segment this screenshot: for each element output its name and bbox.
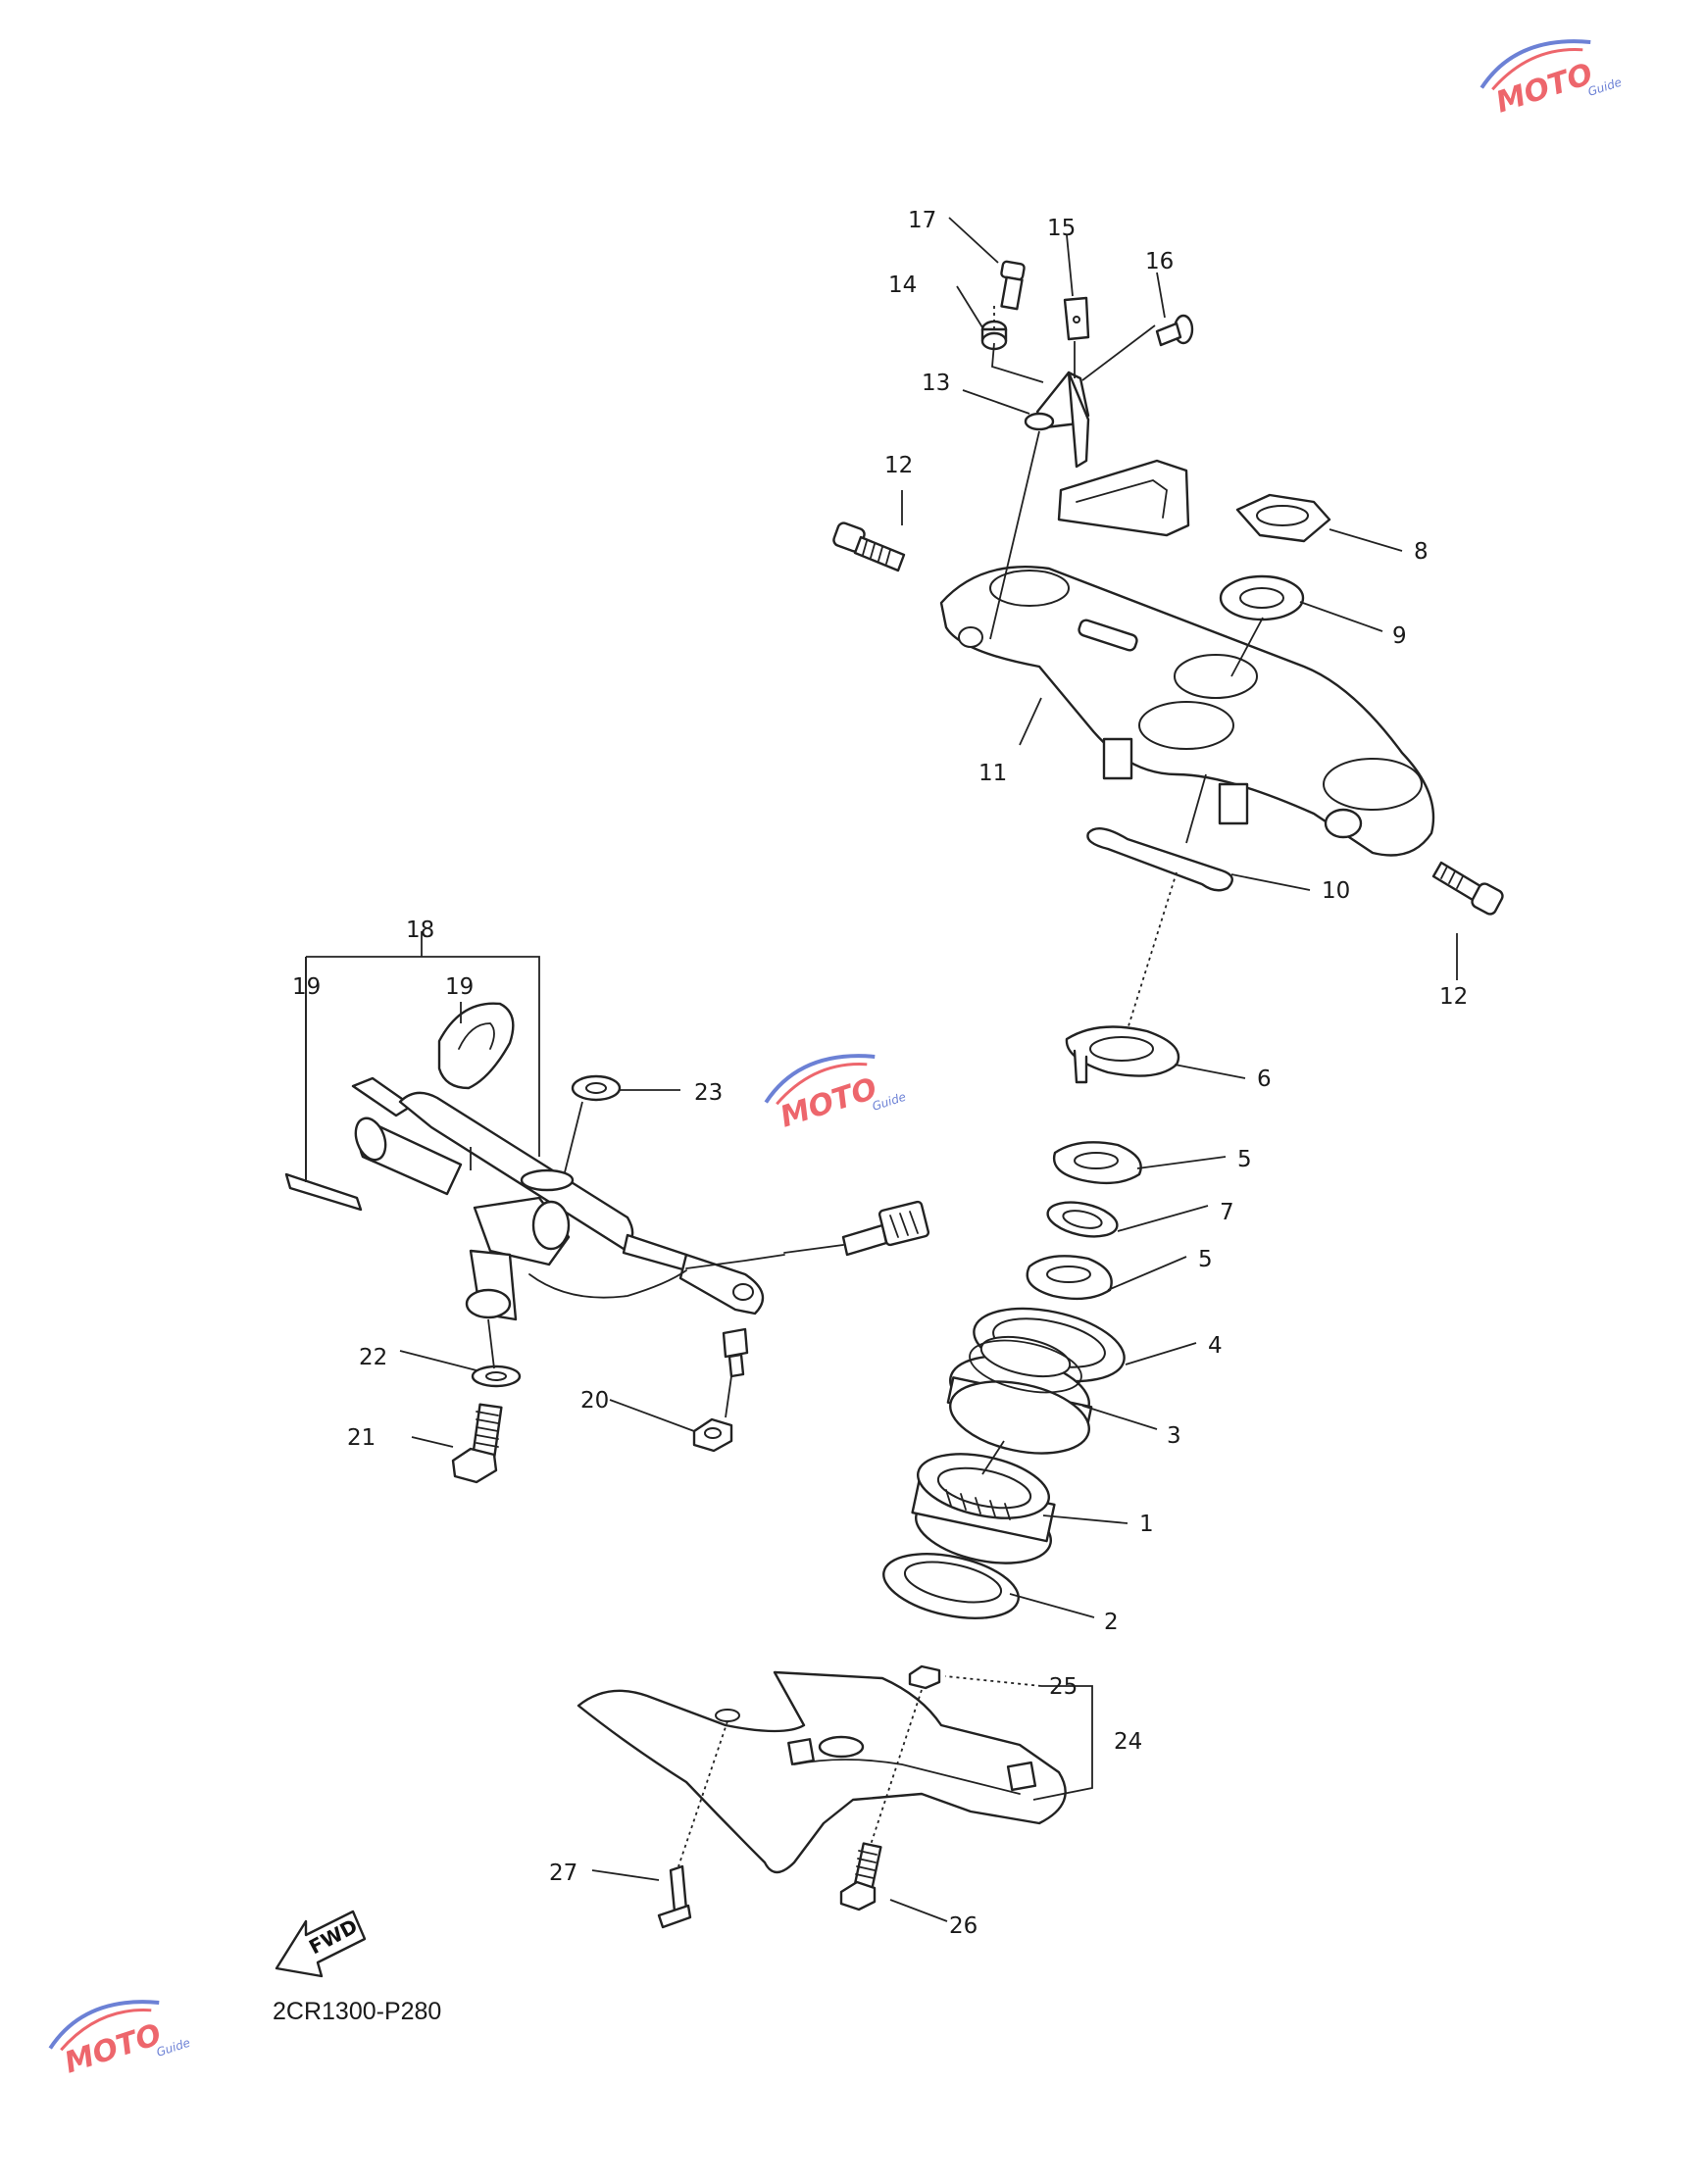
part-26-bolt [839,1842,882,1911]
callout-16: 16 [1145,249,1174,274]
part-16-screw [1155,314,1194,347]
callout-19a: 19 [292,974,321,1000]
watermark-text: MOTO [777,1071,881,1135]
watermark-text: MOTO [61,2017,166,2081]
callout-27: 27 [549,1861,577,1886]
part-17-bolt [1000,260,1026,311]
callout-6: 6 [1257,1067,1272,1092]
callout-4: 4 [1208,1333,1223,1359]
callout-5b: 5 [1198,1247,1213,1272]
callout-26: 26 [949,1913,978,1939]
callout-13: 13 [922,371,950,396]
part-27-rivet [657,1864,692,1929]
part-24-cover [577,1670,1067,1874]
part-25-nut [908,1664,941,1690]
callout-20: 20 [580,1388,609,1414]
callout-14: 14 [888,273,917,298]
part-5-nut-lower [1026,1255,1113,1301]
part-12-bolt-upper [832,521,906,572]
part-1-bearing [911,1453,1056,1564]
part-10-lock-washer [1086,827,1233,892]
callout-12a: 12 [884,453,913,478]
callout-21: 21 [347,1425,376,1451]
callout-9: 9 [1392,623,1407,649]
part-15-clip [1063,296,1090,341]
watermark-text: MOTO [1492,57,1597,121]
part-13-bracket [1024,371,1190,537]
leader-lines [305,217,1458,1922]
callout-23: 23 [694,1080,723,1106]
part-19-band-right [437,1002,515,1090]
watermark-center: MOTO Guide [764,1054,908,1135]
part-damper-stud [722,1327,749,1378]
callout-10: 10 [1322,878,1350,904]
part-21-bolt [451,1403,503,1484]
callout-25: 25 [1049,1674,1078,1700]
callout-19b: 19 [445,974,474,1000]
callout-3: 3 [1167,1423,1181,1449]
callout-12b: 12 [1439,984,1468,1010]
part-8-nut [1235,493,1331,543]
assembly-lines [487,306,1264,1867]
part-23-washer [571,1074,622,1102]
diagram-code: 2CR1300-P280 [273,1998,441,2025]
part-2-seal [882,1553,1020,1619]
fwd-arrow-icon: FWD [275,1910,367,1978]
callout-17: 17 [908,208,936,233]
callout-15: 15 [1047,216,1076,241]
callout-22: 22 [359,1345,387,1370]
callout-11: 11 [978,761,1007,786]
callout-5a: 5 [1237,1147,1252,1172]
part-6-washer [1065,1025,1180,1084]
callout-18: 18 [406,918,434,943]
watermark-top-right: MOTO Guide [1479,39,1624,121]
callout-24: 24 [1114,1729,1142,1755]
callout-7: 7 [1220,1200,1234,1225]
part-19-band-left [284,1172,363,1212]
part-5-nut-upper [1052,1141,1142,1185]
part-9-washer [1219,574,1305,621]
callout-labels: 1 2 3 4 5 5 6 7 8 9 10 11 12 12 13 14 15… [292,208,1468,1939]
watermark-bottom-left: MOTO Guide [48,2000,192,2081]
callout-1: 1 [1139,1512,1154,1537]
part-22-washer [471,1365,522,1388]
part-3-bearing [946,1335,1093,1455]
part-7-washer [1046,1201,1119,1238]
part-18-damper [351,1076,930,1321]
part-11-upper-bracket [939,565,1435,857]
part-12-bolt-lower [1431,861,1504,916]
callout-2: 2 [1104,1610,1119,1635]
callout-8: 8 [1414,539,1429,565]
part-20-nut [692,1417,733,1453]
